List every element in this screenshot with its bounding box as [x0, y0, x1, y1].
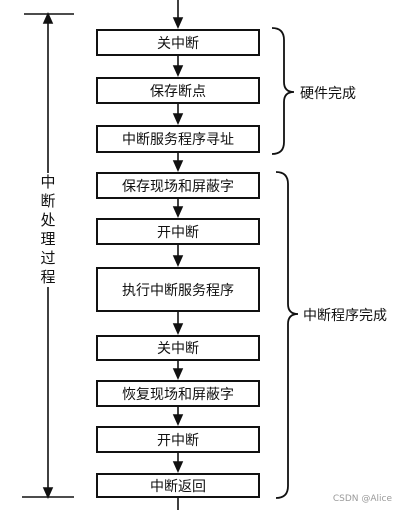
step-label: 开中断 [157, 432, 199, 449]
step-label: 开中断 [157, 224, 199, 241]
step-label: 中断服务程序寻址 [122, 132, 234, 148]
step-isr-addressing: 中断服务程序寻址 [96, 125, 260, 153]
step-execute-isr: 执行中断服务程序 [96, 267, 260, 312]
step-label: 中断返回 [150, 478, 206, 495]
process-label: 中断处理过程 [36, 173, 60, 287]
step-label: 执行中断服务程序 [122, 282, 234, 299]
step-label: 关中断 [157, 35, 199, 52]
step-enable-interrupt-2: 开中断 [96, 426, 260, 453]
step-enable-interrupt: 开中断 [96, 218, 260, 245]
step-interrupt-return: 中断返回 [96, 473, 260, 498]
step-save-context-mask: 保存现场和屏蔽字 [96, 172, 260, 199]
step-label: 关中断 [157, 341, 199, 357]
watermark: CSDN @Alice [332, 494, 392, 504]
step-label: 保存现场和屏蔽字 [122, 178, 234, 195]
step-save-breakpoint: 保存断点 [96, 77, 260, 104]
step-restore-context-mask: 恢复现场和屏蔽字 [96, 380, 260, 407]
hardware-label: 硬件完成 [300, 86, 356, 102]
step-label: 保存断点 [150, 83, 206, 100]
step-label: 恢复现场和屏蔽字 [122, 386, 234, 403]
step-disable-interrupt-2: 关中断 [96, 335, 260, 361]
program-label: 中断程序完成 [303, 308, 387, 324]
step-disable-interrupt: 关中断 [96, 29, 260, 56]
